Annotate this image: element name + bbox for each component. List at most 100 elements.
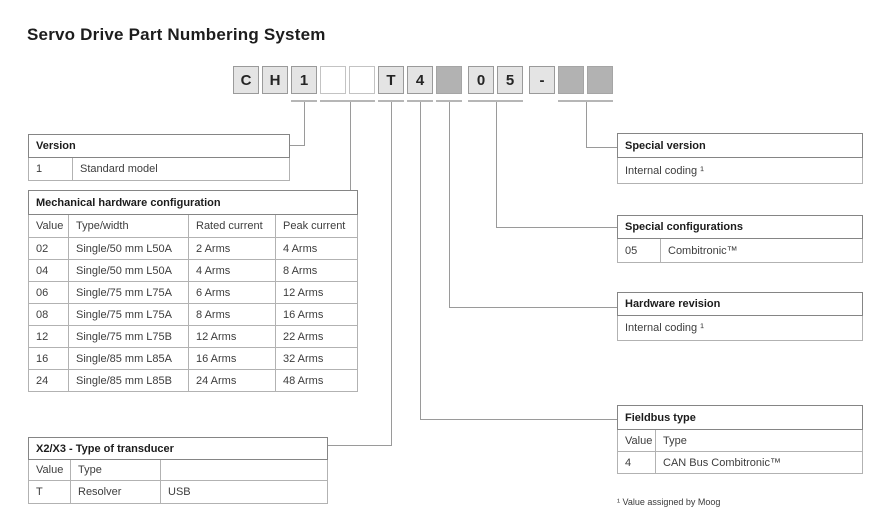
- connector-version-h: [290, 145, 305, 146]
- table-cell: Combitronic™: [668, 244, 738, 257]
- table-cell: 04: [29, 260, 69, 281]
- table-header-cell: Type: [663, 434, 687, 447]
- tick-special-version: [558, 100, 613, 102]
- tick-hw-revision: [436, 100, 462, 102]
- part-number-box-special-config-2: 5: [497, 66, 523, 94]
- tick-mechanical: [320, 100, 375, 102]
- mechanical-table-title: Mechanical hardware configuration: [28, 190, 358, 215]
- hardware-revision-table-title: Hardware revision: [617, 292, 863, 316]
- table-cell: 1: [29, 158, 73, 180]
- table-cell: CAN Bus Combitronic™: [663, 456, 781, 469]
- special-configurations-table-title: Special configurations: [617, 215, 863, 239]
- table-header-row: Value Type: [617, 430, 863, 452]
- connector-special-version-h: [586, 147, 617, 148]
- table-cell: 05: [618, 239, 661, 262]
- table-cell: 24 Arms: [189, 370, 276, 391]
- table-header-row: Value Type: [28, 460, 328, 481]
- table-header-cell: Rated current: [189, 215, 276, 237]
- transducer-table: X2/X3 - Type of transducer Value Type T …: [28, 437, 328, 504]
- special-configurations-table: Special configurations 05 Combitronic™: [617, 215, 863, 263]
- tick-version: [291, 100, 317, 102]
- table-cell: 12: [29, 326, 69, 347]
- table-row: 1 Standard model: [28, 158, 290, 181]
- part-number-box-special-config-1: 0: [468, 66, 494, 94]
- part-number-box-version: 1: [291, 66, 317, 94]
- table-cell: 32 Arms: [283, 352, 324, 365]
- table-cell: Internal coding ¹: [625, 164, 704, 177]
- table-cell: T: [29, 481, 71, 503]
- table-cell: 8 Arms: [189, 304, 276, 325]
- part-number-box-mech-1: [320, 66, 346, 94]
- part-number-box-mech-2: [349, 66, 375, 94]
- part-number-box-fieldbus: 4: [407, 66, 433, 94]
- table-cell: 4 Arms: [189, 260, 276, 281]
- connector-hw-revision-h: [449, 307, 617, 308]
- table-row: 05 Combitronic™: [617, 239, 863, 263]
- connector-fieldbus-v: [420, 102, 421, 420]
- table-row: 08 Single/75 mm L75A 8 Arms 16 Arms: [28, 304, 358, 326]
- table-cell: Single/75 mm L75B: [69, 326, 189, 347]
- table-row: T Resolver USB: [28, 481, 328, 504]
- table-cell: 6 Arms: [189, 282, 276, 303]
- table-cell: 4 Arms: [283, 242, 318, 255]
- table-header-cell: Value: [29, 215, 69, 237]
- table-cell: 16 Arms: [189, 348, 276, 369]
- table-cell: 16: [29, 348, 69, 369]
- connector-transducer-h: [328, 445, 391, 446]
- table-cell: 2 Arms: [189, 238, 276, 259]
- table-row: 16 Single/85 mm L85A 16 Arms 32 Arms: [28, 348, 358, 370]
- connector-special-version-v: [586, 102, 587, 148]
- table-header-cell: [161, 460, 327, 480]
- part-number-box-special-version-1: [558, 66, 584, 94]
- table-header-cell: Value: [618, 430, 656, 451]
- part-number-box-c: C: [233, 66, 259, 94]
- table-cell: USB: [168, 486, 191, 498]
- table-cell: Standard model: [80, 163, 158, 175]
- table-cell: Single/75 mm L75A: [69, 282, 189, 303]
- table-cell: 16 Arms: [283, 308, 324, 321]
- table-header-cell: Type: [71, 460, 161, 480]
- transducer-table-title: X2/X3 - Type of transducer: [28, 437, 328, 460]
- table-row: Internal coding ¹: [617, 316, 863, 341]
- table-header-row: Value Type/width Rated current Peak curr…: [28, 215, 358, 238]
- table-row: 02 Single/50 mm L50A 2 Arms 4 Arms: [28, 238, 358, 260]
- connector-version-v: [304, 102, 305, 146]
- special-version-table: Special version Internal coding ¹: [617, 133, 863, 184]
- mechanical-table: Mechanical hardware configuration Value …: [28, 190, 358, 392]
- tick-fieldbus: [407, 100, 433, 102]
- table-cell: 02: [29, 238, 69, 259]
- connector-special-config-v: [496, 102, 497, 228]
- table-cell: Resolver: [71, 481, 161, 503]
- part-number-box-special-version-2: [587, 66, 613, 94]
- part-number-box-h: H: [262, 66, 288, 94]
- tick-transducer: [378, 100, 404, 102]
- fieldbus-table-title: Fieldbus type: [617, 405, 863, 430]
- part-number-box-dash: -: [529, 66, 555, 94]
- table-cell: 12 Arms: [283, 286, 324, 299]
- hardware-revision-table: Hardware revision Internal coding ¹: [617, 292, 863, 341]
- table-cell: Single/50 mm L50A: [69, 238, 189, 259]
- tick-special-config: [468, 100, 523, 102]
- table-row: 12 Single/75 mm L75B 12 Arms 22 Arms: [28, 326, 358, 348]
- table-header-cell: Value: [29, 460, 71, 480]
- table-cell: 22 Arms: [283, 330, 324, 343]
- table-row: 04 Single/50 mm L50A 4 Arms 8 Arms: [28, 260, 358, 282]
- special-version-table-title: Special version: [617, 133, 863, 158]
- connector-fieldbus-h: [420, 419, 617, 420]
- connector-mechanical-v: [350, 102, 351, 190]
- connector-hw-revision-v: [449, 102, 450, 308]
- table-header-cell: Peak current: [283, 220, 346, 232]
- connector-transducer-v: [391, 102, 392, 446]
- table-cell: 08: [29, 304, 69, 325]
- part-number-box-hw-revision: [436, 66, 462, 94]
- table-cell: Single/85 mm L85B: [69, 370, 189, 391]
- fieldbus-table: Fieldbus type Value Type 4 CAN Bus Combi…: [617, 405, 863, 474]
- connector-special-config-h: [496, 227, 617, 228]
- table-row: 24 Single/85 mm L85B 24 Arms 48 Arms: [28, 370, 358, 392]
- table-row: 4 CAN Bus Combitronic™: [617, 452, 863, 474]
- footnote: ¹ Value assigned by Moog: [617, 497, 721, 507]
- table-cell: Single/50 mm L50A: [69, 260, 189, 281]
- table-cell: 24: [29, 370, 69, 391]
- table-row: 06 Single/75 mm L75A 6 Arms 12 Arms: [28, 282, 358, 304]
